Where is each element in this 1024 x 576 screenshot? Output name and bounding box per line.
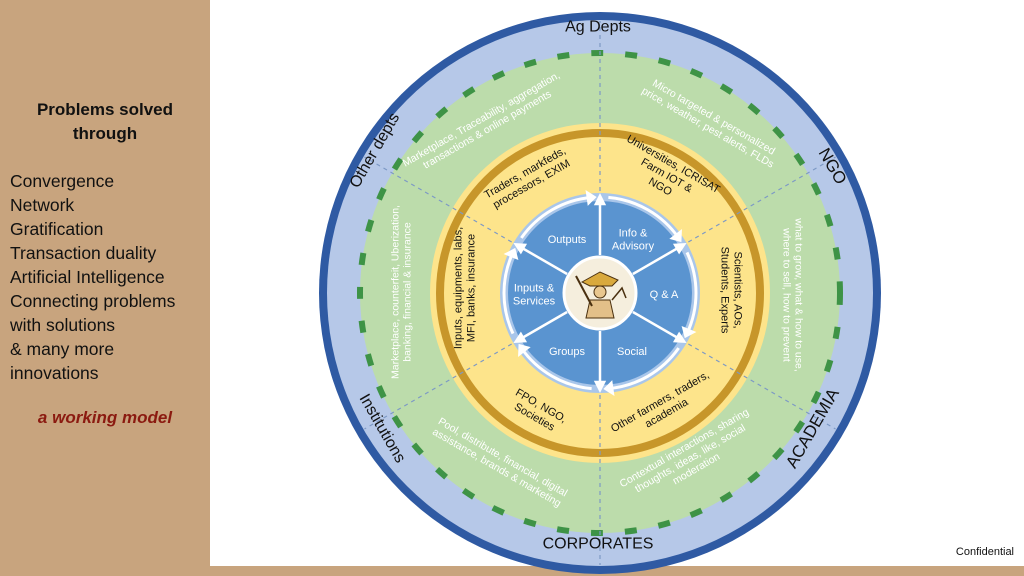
core-ring-arrow — [608, 347, 680, 391]
ring-arrowhead — [518, 343, 531, 358]
spoke-arrowhead — [513, 243, 528, 255]
ring-arrowhead — [585, 190, 597, 206]
sidebar-item: Transaction duality — [10, 243, 157, 263]
convergence-diagram: Ag DeptsNGOACADEMIACORPORATESInstitution… — [319, 12, 881, 574]
sidebar-item: innovations — [10, 363, 99, 383]
label-line: Scientists, AOs, — [732, 251, 744, 328]
sidebar-item: Gratification — [10, 219, 104, 239]
label-line: banking, financial & insurance — [402, 222, 414, 362]
core-label-inputs-services: Inputs &Services — [513, 282, 556, 307]
core-label-outputs: Outputs — [548, 234, 587, 246]
label-line: Q & A — [650, 289, 679, 301]
sidebar-item: Artificial Intelligence — [10, 267, 165, 287]
farmer-drawing-icon — [562, 255, 638, 331]
diagram-arrows — [502, 190, 698, 396]
spoke-arrowhead — [593, 193, 607, 206]
label-line: Groups — [549, 346, 586, 358]
label-line: Outputs — [548, 234, 587, 246]
sidebar: Problems solved through Convergence Netw… — [0, 0, 210, 576]
yellow-label-scientists: Scientists, AOs,Students, Experts — [719, 247, 744, 334]
label-line: Info & — [619, 227, 648, 239]
label-line: Inputs & — [514, 282, 555, 294]
core-ring-arrow — [520, 347, 592, 391]
sidebar-item: Convergence — [10, 171, 115, 191]
label-line: Services — [513, 295, 556, 307]
label-line: Social — [617, 346, 647, 358]
core-spoke — [516, 310, 568, 343]
yellow-label-inputs: Inputs, equipments, labs,MFI, banks, ins… — [452, 227, 477, 349]
sidebar-item: Connecting problems — [10, 291, 176, 311]
core-label-qa: Q & A — [650, 289, 679, 301]
sidebar-title: Problems solved through — [0, 98, 210, 146]
green-label-advice: what to grow, what & how to use,where to… — [780, 217, 804, 372]
label-line: Students, Experts — [719, 247, 731, 334]
core-ring-arrow — [520, 195, 592, 239]
core-spoke — [632, 243, 684, 276]
label-ag-depts: Ag Depts — [565, 19, 631, 36]
sidebar-title-line-1: Problems solved — [36, 100, 174, 119]
label-line: Marketplace, counterfeit, Uberization, — [390, 205, 402, 379]
core-label-social: Social — [617, 346, 647, 358]
ring-arrowhead — [503, 247, 519, 261]
core-label-info-advisory: Info &Advisory — [612, 227, 655, 252]
sidebar-item: with solutions — [10, 315, 116, 335]
spoke-arrowhead — [672, 331, 687, 343]
sidebar-item: Network — [10, 195, 75, 215]
spoke-arrowhead — [593, 380, 607, 393]
label-line: Advisory — [612, 240, 655, 252]
core-label-groups: Groups — [549, 346, 586, 358]
spoke-arrowhead — [513, 331, 528, 343]
sidebar-title-line-2: through — [72, 124, 138, 143]
label-corporates: CORPORATES — [543, 536, 654, 553]
label-line: Inputs, equipments, labs, — [452, 227, 464, 349]
sidebar-list: Convergence Network Gratification Transa… — [10, 169, 175, 385]
core-ring-arrow — [502, 251, 515, 335]
spoke-arrowhead — [672, 243, 687, 255]
core-spoke — [516, 243, 568, 276]
ring-arrowhead — [681, 325, 697, 339]
label-line: MFI, banks, insurance — [465, 234, 477, 342]
label-line: what to grow, what & how to use, — [792, 217, 804, 372]
core-ring-arrow — [685, 251, 698, 335]
core-spoke — [632, 310, 684, 343]
ring-arrowhead — [603, 380, 615, 396]
label-line: Ag Depts — [565, 19, 631, 36]
sidebar-tagline: a working model — [37, 408, 173, 427]
green-label-banking: Marketplace, counterfeit, Uberization,ba… — [390, 205, 414, 379]
confidential-label: Confidential — [955, 546, 1014, 558]
label-line: where to sell, how to prevent — [780, 227, 792, 362]
core-ring-arrow — [608, 195, 680, 239]
sidebar-item: & many more — [10, 339, 115, 359]
label-line: CORPORATES — [543, 536, 654, 553]
ring-arrowhead — [669, 228, 682, 243]
